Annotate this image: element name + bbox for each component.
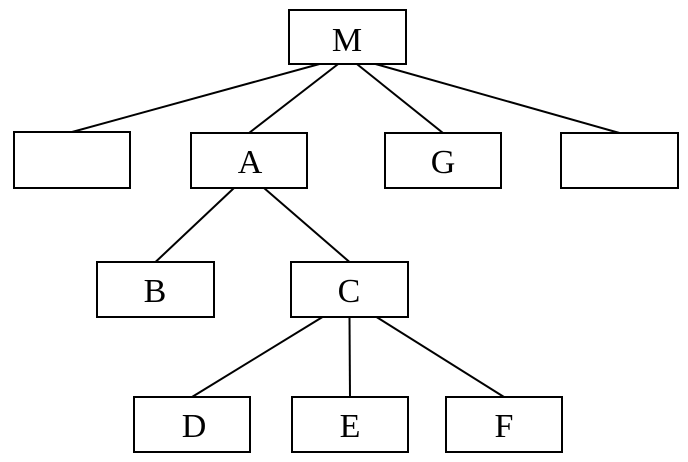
node-box bbox=[96, 261, 215, 318]
node-label: E bbox=[340, 408, 361, 445]
node-l3-2: E bbox=[291, 396, 409, 453]
node-box bbox=[288, 9, 407, 65]
node-box bbox=[190, 132, 308, 189]
node-box bbox=[445, 396, 563, 453]
node-box bbox=[133, 396, 251, 453]
node-label: M bbox=[332, 22, 362, 59]
edge-l1-2-l2-2 bbox=[263, 187, 351, 263]
edge-l2-2-l3-2 bbox=[348, 316, 351, 398]
node-l1-4 bbox=[560, 132, 679, 189]
edge-l1-2-l2-1 bbox=[154, 187, 235, 263]
node-label: B bbox=[144, 273, 167, 310]
node-label: G bbox=[431, 144, 456, 181]
node-box bbox=[384, 132, 502, 189]
node-root: M bbox=[288, 9, 407, 65]
node-label: C bbox=[338, 273, 361, 310]
node-box bbox=[560, 132, 679, 189]
node-l2-2: C bbox=[290, 261, 409, 318]
node-box bbox=[291, 396, 409, 453]
nodes: M A G B C D bbox=[13, 9, 679, 453]
node-l3-3: F bbox=[445, 396, 563, 453]
edge-l2-2-l3-1 bbox=[191, 316, 324, 398]
edges bbox=[71, 63, 620, 398]
node-l2-1: B bbox=[96, 261, 215, 318]
edge-l2-2-l3-3 bbox=[375, 316, 505, 398]
node-l3-1: D bbox=[133, 396, 251, 453]
node-l1-2: A bbox=[190, 132, 308, 189]
node-label: F bbox=[495, 408, 514, 445]
edge-root-l1-4 bbox=[375, 63, 620, 134]
edge-root-l1-3 bbox=[356, 63, 444, 134]
node-label: A bbox=[238, 144, 263, 181]
edge-root-l1-2 bbox=[248, 63, 339, 134]
node-l1-3: G bbox=[384, 132, 502, 189]
node-l1-1 bbox=[13, 131, 131, 189]
edge-root-l1-1 bbox=[71, 63, 320, 133]
node-label: D bbox=[182, 408, 207, 445]
node-box bbox=[290, 261, 409, 318]
node-box bbox=[13, 131, 131, 189]
